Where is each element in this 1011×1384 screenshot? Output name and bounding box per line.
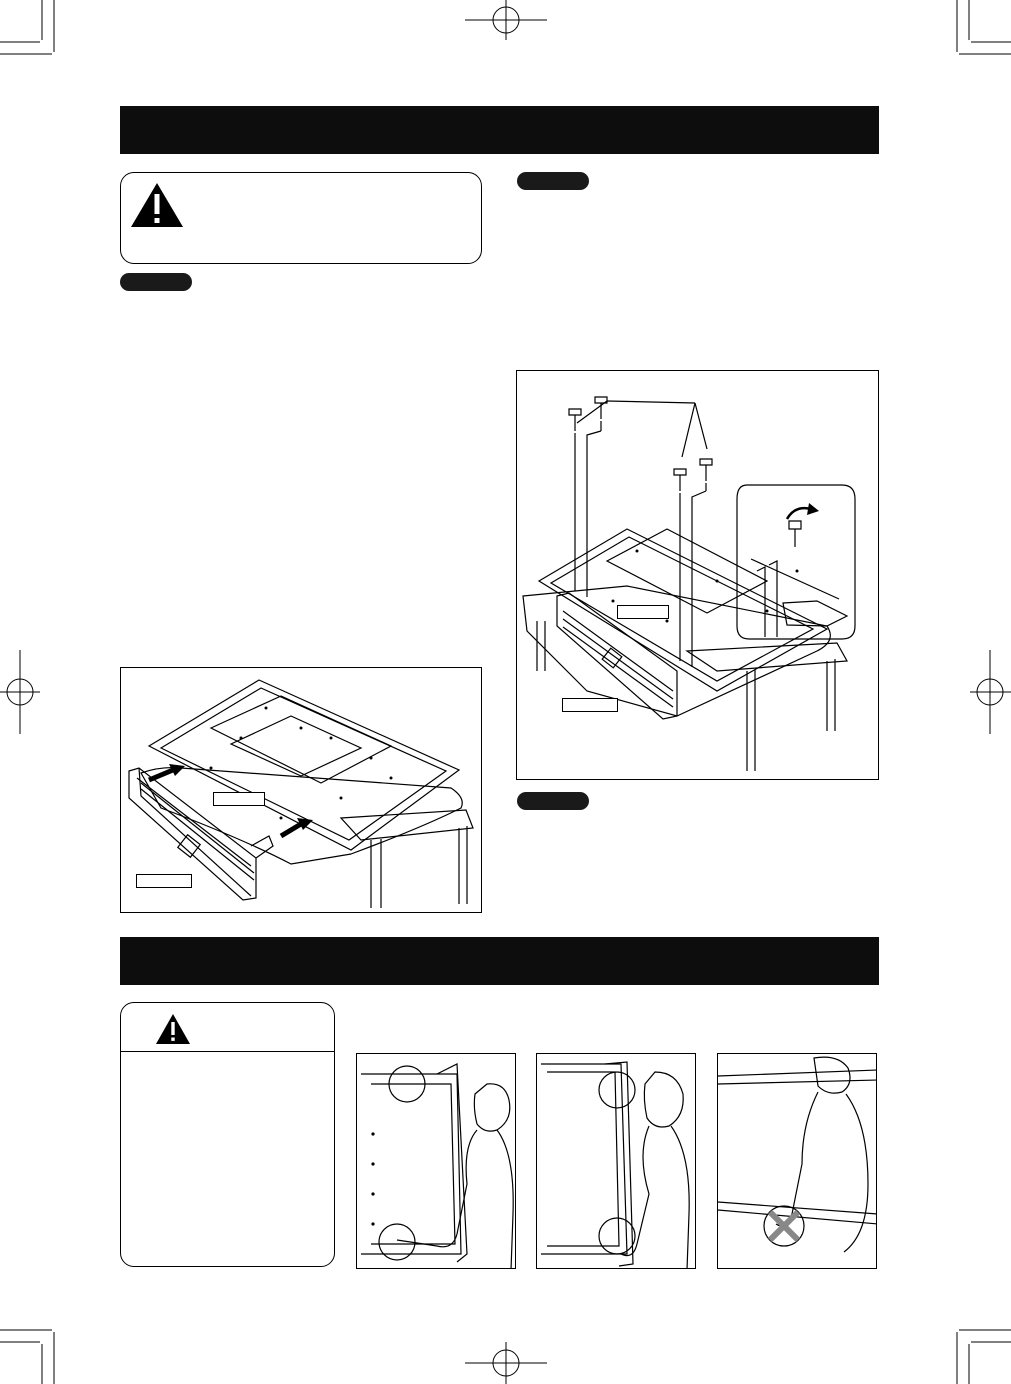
figure-handling-correct-1 [356,1053,516,1269]
registration-target-left [0,650,40,734]
step-pill-1 [120,273,192,291]
callout-label-stand [562,698,618,712]
wrong-grip-illustration [718,1056,876,1253]
figure-screw-fasten [516,370,879,780]
screw-4 [699,458,713,481]
rotate-arrow-icon [785,503,819,520]
registration-target-right [970,650,1011,734]
step-pill-3 [517,792,589,810]
section-banner-handling [120,937,879,985]
warning-triangle-icon [131,183,183,227]
warning-triangle-icon [156,1014,190,1044]
registration-target-bottom [465,1342,547,1384]
section-banner-attach [120,106,879,154]
registration-target-top [465,0,547,40]
figure-stand-attach [120,667,482,913]
callout-label-stand [136,874,192,888]
callout-label-tv [617,605,669,619]
figure-handling-prohibited [717,1053,877,1269]
callout-label-tv [213,792,265,806]
step-pill-2 [517,172,589,190]
screw-3 [673,468,687,491]
screw-fasten-illustration [522,396,856,771]
figure-handling-correct-2 [536,1053,696,1269]
caution-box [120,1002,335,1267]
carry-tv-side-illustration [541,1061,690,1268]
carry-tv-illustration [361,1063,514,1268]
tv-stand-illustration [128,679,474,908]
screw-1 [568,408,582,431]
caution-divider [121,1051,334,1052]
warning-box [120,172,482,264]
